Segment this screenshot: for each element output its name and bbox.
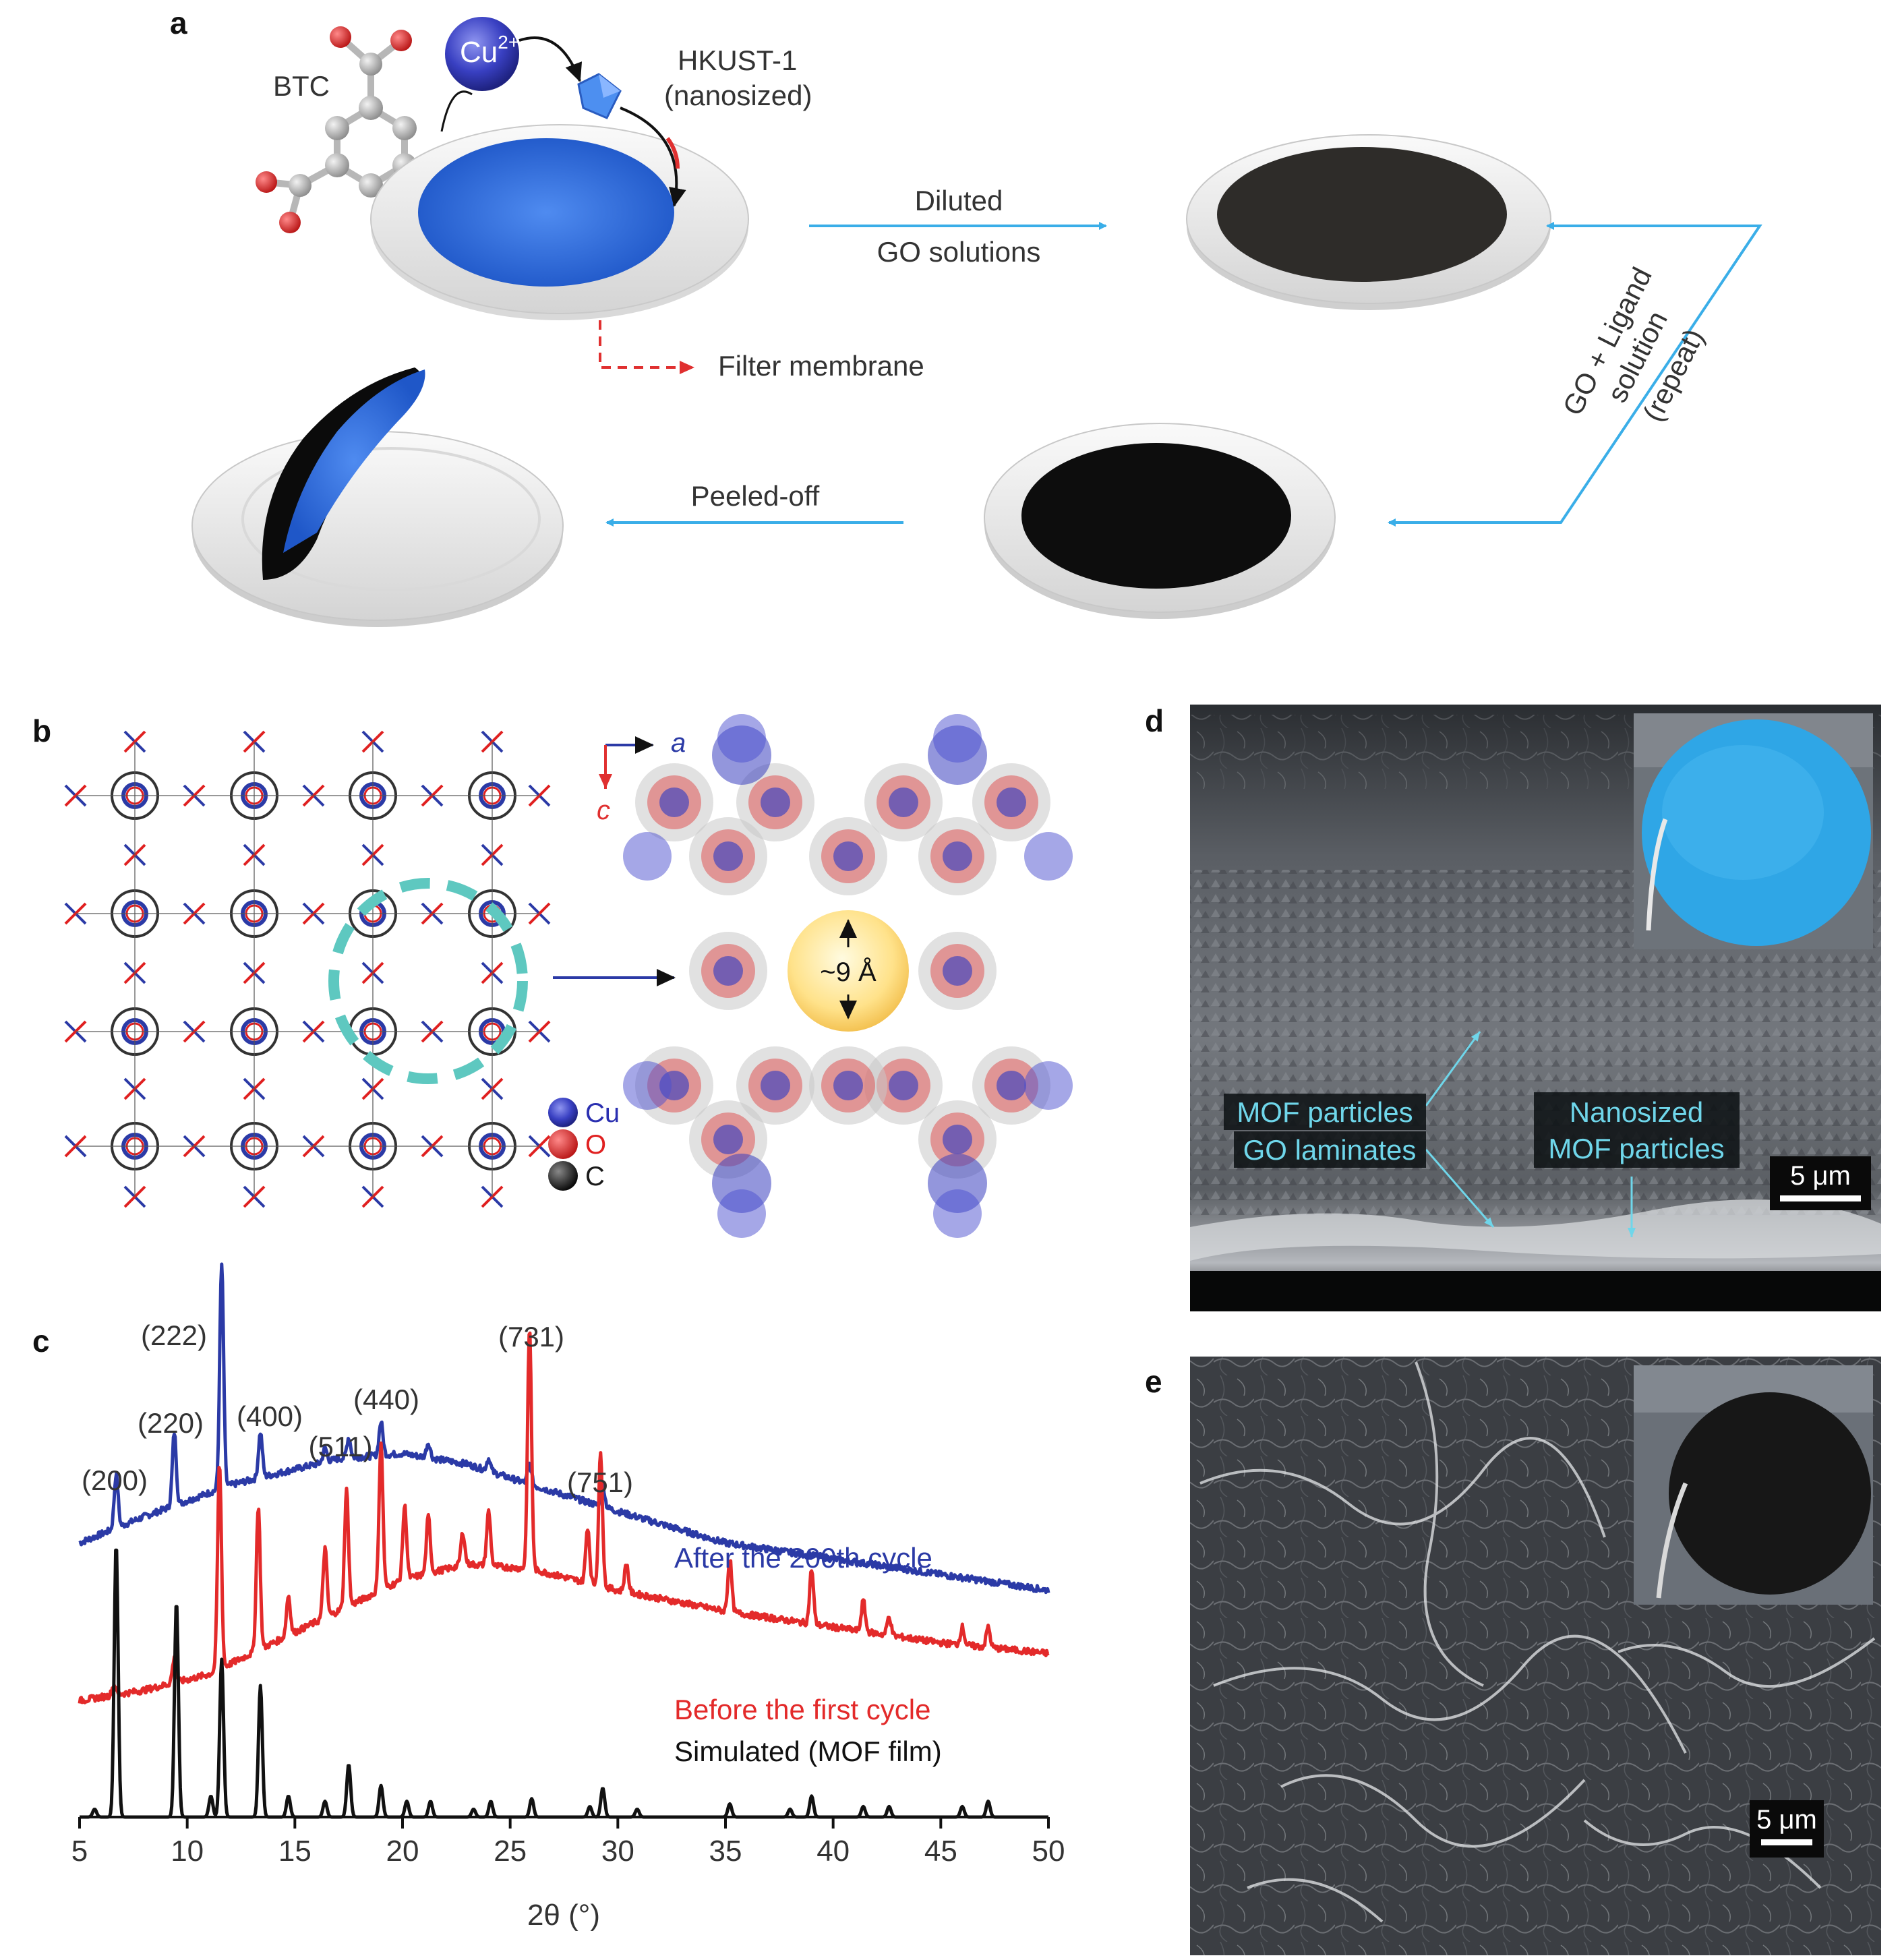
panel-a: a BTC Cu2+ <box>170 5 1762 627</box>
annotation-mof-particles: MOF particles <box>1237 1096 1413 1128</box>
cu-curve <box>440 90 473 132</box>
black-film <box>1021 443 1291 589</box>
peak-label: (222) <box>141 1319 207 1351</box>
peak-labels: (200) (220) (222) (400)(511) (440) (731) (751) <box>82 1319 633 1498</box>
x-tick-label: 25 <box>494 1835 527 1868</box>
x-tick-label: 45 <box>924 1835 957 1868</box>
panel-d-letter: d <box>1145 703 1164 738</box>
highlight-circle <box>328 878 528 1084</box>
xrd-series-line-0 <box>78 1262 1050 1595</box>
x-tick-label: 35 <box>709 1835 742 1868</box>
cu-to-crystal-arrow <box>518 36 583 82</box>
peak-label: (440) <box>353 1384 419 1415</box>
scale-bar-box-e <box>1750 1800 1824 1858</box>
scale-bar-label-e: 5 μm <box>1756 1805 1817 1835</box>
peak-label: (511) <box>309 1431 373 1462</box>
x-tick-label: 10 <box>171 1835 204 1868</box>
peak-label: (400) <box>237 1400 303 1432</box>
legend-cu-marker <box>548 1098 578 1127</box>
xrd-series-line-1 <box>78 1331 1050 1704</box>
x-tick-label: 30 <box>601 1835 634 1868</box>
x-tick-label: 50 <box>1032 1835 1065 1868</box>
x-axis-label: 2θ (°) <box>527 1899 600 1932</box>
series-label-1: Before the first cycle <box>674 1694 930 1725</box>
tweezer-d <box>1646 818 1668 931</box>
legend-c-marker <box>548 1161 578 1191</box>
crystal-to-film-arrow <box>620 107 686 207</box>
red-segment <box>665 137 680 169</box>
scale-bar-label-d: 5 μm <box>1790 1161 1851 1191</box>
legend-o-label: O <box>585 1130 606 1160</box>
panel-b: b ~9 Å a c Cu O C <box>32 713 1073 1238</box>
pore-size-label: ~9 Å <box>820 957 877 987</box>
x-tick-label: 15 <box>278 1835 311 1868</box>
btc-label: BTC <box>273 70 330 102</box>
pore-sphere <box>788 910 909 1032</box>
hkust-label-line2: (nanosized) <box>664 80 812 111</box>
repeat-loop-line <box>1392 225 1762 524</box>
peak-label: (200) <box>82 1464 148 1496</box>
go-laminate-pointer <box>1425 1149 1495 1228</box>
mof-particle-pointer <box>1425 1031 1481 1106</box>
xrd-series-line-2 <box>78 1548 1050 1819</box>
panel-a-letter: a <box>170 5 187 40</box>
annotation-go-laminates: GO laminates <box>1243 1134 1417 1166</box>
go-laminate-layer <box>1190 1199 1881 1261</box>
annotation-nanosized-line1: Nanosized <box>1570 1096 1703 1128</box>
axis-a-label: a <box>671 728 686 758</box>
filter-membrane-leader <box>599 320 694 374</box>
mof-lattice <box>64 730 551 1208</box>
peak-label: (751) <box>567 1466 633 1498</box>
peeled-film-blue <box>283 369 425 553</box>
cu-ion-sphere <box>445 17 519 91</box>
hkust-label-line1: HKUST-1 <box>678 44 797 76</box>
panel-c-letter: c <box>32 1324 50 1359</box>
scale-bar-d <box>1780 1195 1861 1201</box>
peak-label: (220) <box>138 1407 204 1439</box>
peak-label: (731) <box>498 1321 564 1353</box>
x-ticks: 5 10 15 20 25 30 35 40 45 50 <box>71 1817 1065 1868</box>
annotation-nanosized-line2: MOF particles <box>1548 1133 1724 1164</box>
panel-d: d MOF particles GO laminates Nanosized M… <box>1145 703 1881 1311</box>
arrow1-label-top: Diluted <box>915 185 1003 216</box>
x-tick-label: 20 <box>386 1835 419 1868</box>
series-label-2: Simulated (MOF film) <box>674 1735 942 1767</box>
series-label-0: After the 200th cycle <box>674 1542 932 1574</box>
tweezer-e <box>1656 1482 1688 1599</box>
pore-view <box>623 714 1073 1238</box>
hkust-crystal-icon <box>577 73 622 119</box>
panel-e: e 5 μm <box>1145 1357 1881 1955</box>
legend-o-marker <box>548 1129 578 1159</box>
panel-e-letter: e <box>1145 1364 1162 1399</box>
axis-c-label: c <box>597 796 610 825</box>
arrow1-label-bottom: GO solutions <box>877 236 1041 268</box>
legend-cu-label: Cu <box>585 1098 620 1128</box>
blue-film <box>418 138 674 287</box>
legend-c-label: C <box>585 1162 605 1191</box>
disc-4 <box>191 431 564 621</box>
cu-ion-label: Cu2+ <box>460 32 519 69</box>
panel-b-letter: b <box>32 713 51 748</box>
scale-bar-e <box>1761 1839 1812 1845</box>
black-membrane-inset <box>1669 1392 1871 1595</box>
atom-legend: Cu O C <box>548 1098 620 1191</box>
repeat-label-group: GO + Ligand solution (repeat) <box>1556 262 1710 426</box>
x-tick-label: 40 <box>817 1835 850 1868</box>
go-film-brown <box>1217 147 1507 282</box>
x-tick-label: 5 <box>71 1835 88 1868</box>
peeled-off-label: Peeled-off <box>691 480 820 512</box>
filter-membrane-label: Filter membrane <box>718 350 924 382</box>
